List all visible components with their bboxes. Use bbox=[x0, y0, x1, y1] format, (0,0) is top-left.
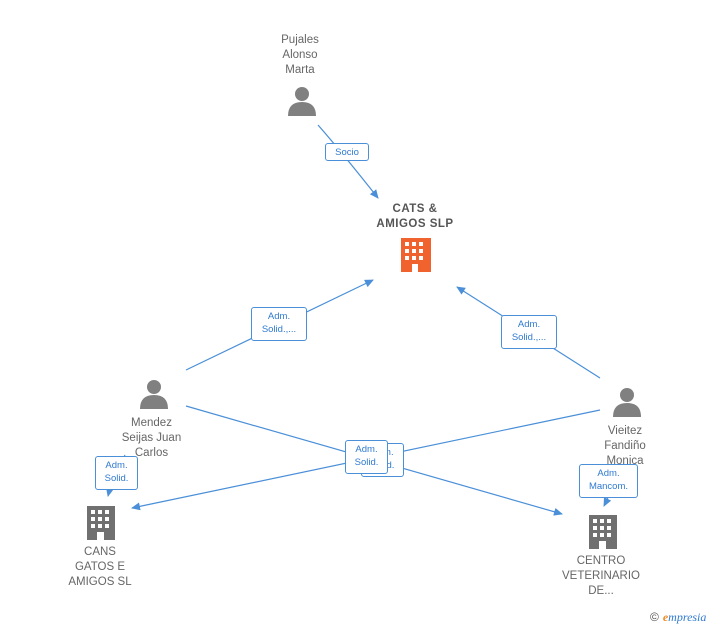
brand-logo[interactable]: ©empresia bbox=[650, 610, 706, 625]
node-label-centro[interactable]: CENTRO VETERINARIO DE... bbox=[562, 555, 640, 597]
person-icon[interactable] bbox=[288, 87, 316, 116]
building-icon[interactable] bbox=[87, 506, 115, 540]
brand-initial: e bbox=[662, 610, 669, 624]
node-label-pujales[interactable]: Pujales Alonso Marta bbox=[281, 34, 319, 76]
edge-label-socio: Socio bbox=[325, 143, 369, 161]
building-icon[interactable] bbox=[401, 238, 431, 272]
node-label-mendez[interactable]: Mendez Seijas Juan Carlos bbox=[121, 417, 182, 459]
brand-name: mpresia bbox=[668, 610, 707, 624]
node-label-vieitez[interactable]: Vieitez Fandiño Monica bbox=[604, 425, 646, 467]
edge-label-mendez-cans: Adm. Solid. bbox=[95, 456, 138, 490]
node-label-cats-amigos[interactable]: CATS & AMIGOS SLP bbox=[376, 203, 454, 230]
edge-label-mendez-cats: Adm. Solid.,... bbox=[251, 307, 307, 341]
edge-label-cross-front: Adm. Solid. bbox=[345, 440, 388, 474]
edge-label-vieitez-centro: Adm. Mancom. bbox=[579, 464, 638, 498]
edge-label-vieitez-cats: Adm. Solid.,... bbox=[501, 315, 557, 349]
building-icon[interactable] bbox=[589, 515, 617, 549]
edge-pujales-cats bbox=[317, 124, 379, 199]
person-icon[interactable] bbox=[140, 380, 168, 409]
copyright-icon: © bbox=[650, 610, 659, 624]
node-label-cans[interactable]: CANS GATOS E AMIGOS SL bbox=[68, 546, 132, 588]
person-icon[interactable] bbox=[613, 388, 641, 417]
